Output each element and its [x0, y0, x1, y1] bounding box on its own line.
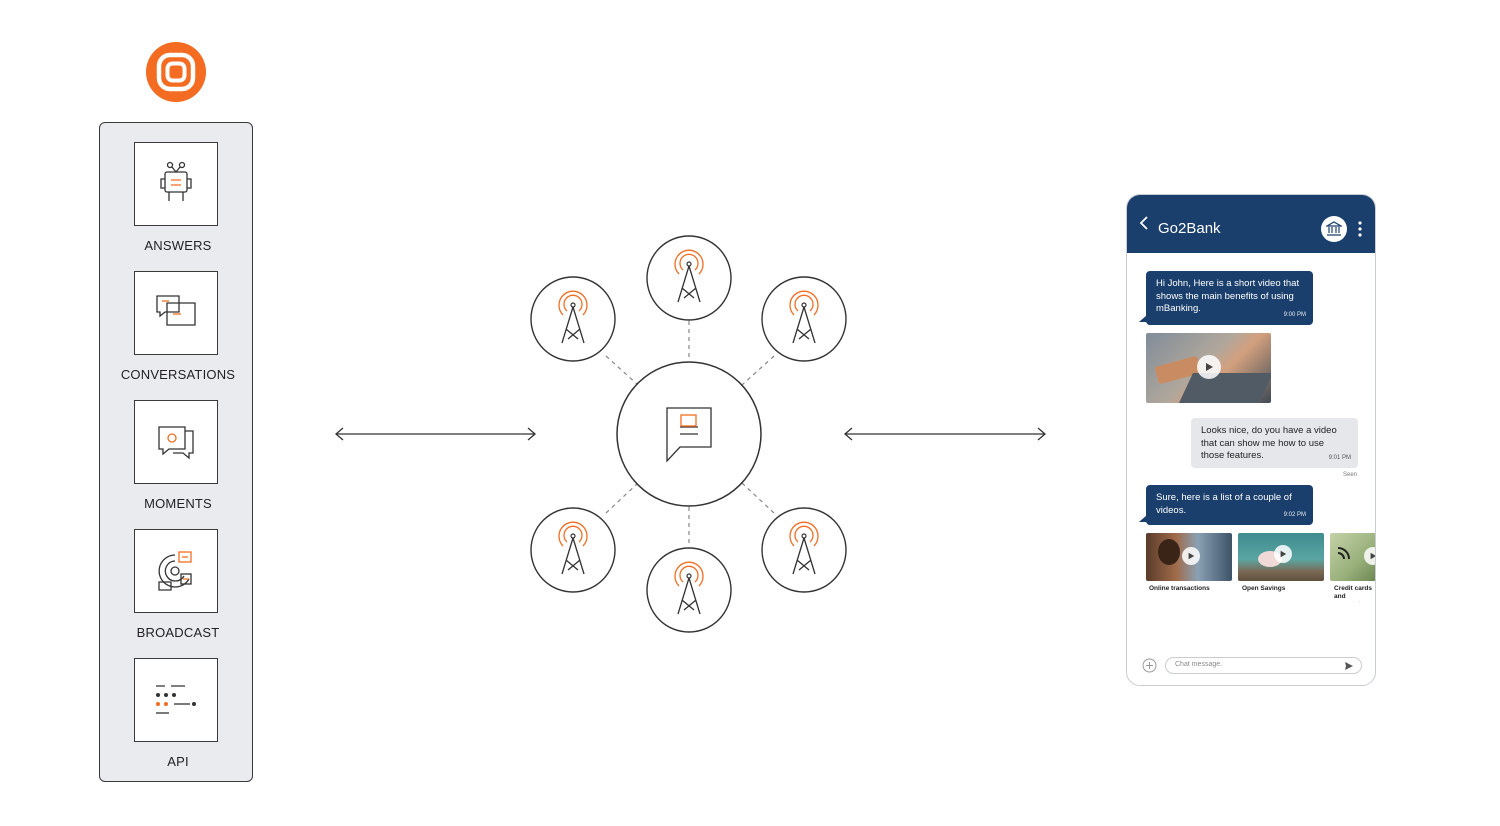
video-caption: Open Savings: [1242, 585, 1286, 592]
chat-input-row: Chat message.: [1127, 651, 1375, 681]
product-label: CONVERSATIONS: [120, 367, 236, 382]
seen-status: Seen: [1343, 472, 1358, 478]
chat-message-input[interactable]: Chat message.: [1165, 657, 1362, 674]
product-broadcast[interactable]: BROADCAST: [134, 529, 222, 640]
product-conversations[interactable]: CONVERSATIONS: [121, 271, 235, 382]
video-thumbnail[interactable]: [1146, 333, 1271, 403]
api-icon: [134, 658, 218, 742]
bubble-tail: [1139, 515, 1147, 522]
message-bubble-incoming: Hi John, Here is a short video that show…: [1146, 271, 1313, 325]
video-caption: Credit cards and payments: [1334, 585, 1372, 602]
chat-title: Go2Bank: [1158, 220, 1221, 237]
left-bidirectional-arrow: [335, 427, 536, 441]
brand-logo: [146, 42, 206, 102]
moments-icon: [134, 400, 218, 484]
robot-icon: [134, 142, 218, 226]
message-bubble-incoming: Sure, here is a list of a couple of vide…: [1146, 485, 1313, 525]
message-time: 9:02 PM: [1283, 511, 1306, 518]
antenna-node-bottom: [646, 547, 732, 633]
product-label: ANSWERS: [144, 238, 212, 253]
phone-chat-mockup: Go2Bank Hi John, Here is a short video t…: [1126, 194, 1376, 686]
video-caption: Online transactions: [1149, 585, 1210, 592]
play-icon[interactable]: [1197, 355, 1221, 379]
products-panel: ANSWERS CONVERSATIONS MOMENTS: [99, 122, 253, 782]
product-label: BROADCAST: [136, 625, 220, 640]
hub-diagram: [335, 235, 1046, 633]
message-text: Sure, here is a list of a couple of vide…: [1156, 492, 1292, 516]
right-bidirectional-arrow: [844, 427, 1046, 441]
product-label: MOMENTS: [144, 496, 212, 511]
back-arrow-icon[interactable]: [1139, 215, 1149, 231]
antenna-node-top-right: [761, 276, 847, 362]
video-thumbnail[interactable]: [1330, 533, 1375, 581]
message-time: 9:01 PM: [1328, 454, 1351, 461]
product-label: API: [167, 754, 189, 769]
center-hub: [616, 361, 762, 507]
broadcast-icon: [134, 529, 218, 613]
product-api[interactable]: API: [134, 658, 222, 769]
antenna-node-top: [646, 235, 732, 321]
play-icon[interactable]: [1364, 547, 1375, 565]
antenna-node-bottom-left: [530, 507, 616, 593]
antenna-node-top-left: [530, 276, 616, 362]
send-icon[interactable]: [1344, 661, 1354, 671]
play-icon[interactable]: [1182, 547, 1200, 565]
message-text: Looks nice, do you have a video that can…: [1201, 425, 1337, 461]
message-document-icon: [666, 407, 712, 463]
chat-header: Go2Bank: [1127, 195, 1375, 253]
product-moments[interactable]: MOMENTS: [134, 400, 222, 511]
video-thumbnail[interactable]: [1238, 533, 1324, 581]
chat-bubbles-icon: [134, 271, 218, 355]
video-thumbnail[interactable]: [1146, 533, 1232, 581]
message-bubble-outgoing: Looks nice, do you have a video that can…: [1191, 418, 1358, 468]
product-answers[interactable]: ANSWERS: [134, 142, 222, 253]
message-time: 9:00 PM: [1283, 311, 1306, 318]
message-text: Hi John, Here is a short video that show…: [1156, 278, 1300, 314]
bank-icon[interactable]: [1321, 216, 1347, 242]
antenna-node-bottom-right: [761, 507, 847, 593]
more-vertical-icon[interactable]: [1357, 221, 1363, 237]
add-icon[interactable]: [1142, 658, 1157, 673]
hub-connectors: [605, 321, 775, 547]
bubble-tail: [1139, 315, 1147, 322]
play-icon[interactable]: [1274, 545, 1292, 563]
